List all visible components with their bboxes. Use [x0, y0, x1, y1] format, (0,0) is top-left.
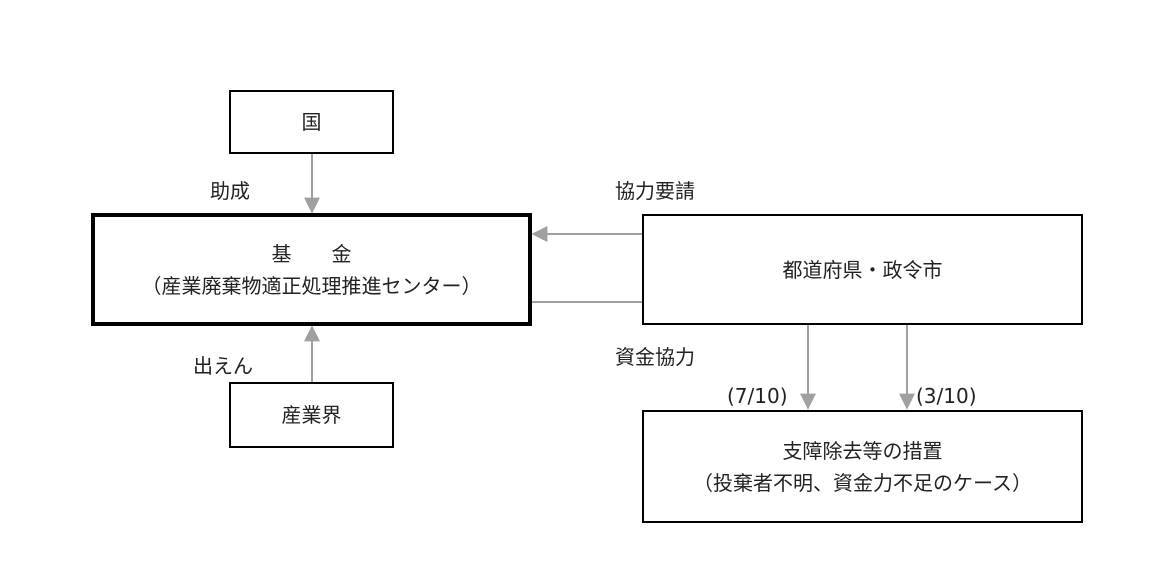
kikin-box: 基 金 （産業廃棄物適正処理推進センター） — [91, 213, 532, 326]
shikin-kyoryoku-label: 資金協力 — [615, 345, 695, 369]
kuni-box: 国 — [229, 90, 394, 154]
sangyokai-label: 産業界 — [281, 403, 342, 427]
sangyokai-box: 産業界 — [229, 382, 394, 448]
shutsuen-label: 出えん — [193, 354, 253, 378]
share-todofuken-label: (3/10) — [916, 384, 977, 408]
kikin-subtitle: （産業廃棄物適正処理推進センター） — [141, 273, 482, 298]
josei-label: 助成 — [210, 179, 250, 203]
todofuken-label: 都道府県・政令市 — [782, 257, 943, 282]
shishou-title: 支障除去等の措置 — [782, 438, 943, 463]
kyoryoku-yosei-label: 協力要請 — [615, 179, 695, 203]
todofuken-box: 都道府県・政令市 — [642, 214, 1083, 325]
kikin-title: 基 金 — [271, 241, 352, 266]
kuni-label: 国 — [301, 110, 322, 134]
shishou-subtitle: （投棄者不明、資金力不足のケース） — [693, 470, 1032, 495]
share-kikin-label: (7/10) — [727, 384, 788, 408]
shishou-box: 支障除去等の措置 （投棄者不明、資金力不足のケース） — [642, 410, 1083, 523]
